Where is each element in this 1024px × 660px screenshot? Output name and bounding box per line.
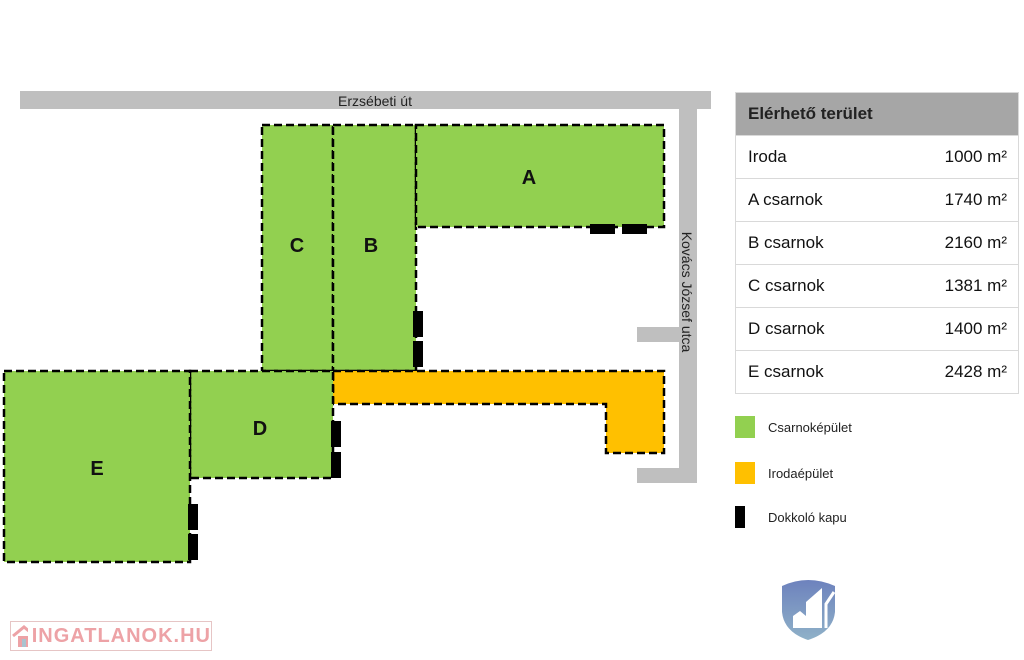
dock-gate: [413, 341, 423, 367]
table-row: A csarnok 1740 m²: [736, 178, 1018, 221]
building-e: [2, 369, 192, 564]
legend-label: Csarnoképület: [768, 419, 852, 435]
dock-gate: [590, 224, 615, 234]
row-name: B csarnok: [748, 233, 824, 252]
area-table-title: Elérhető terület: [736, 93, 1018, 135]
label-b: B: [364, 235, 378, 257]
watermark-text: INGATLANOK.HU: [31, 624, 211, 647]
road-north: [20, 91, 711, 109]
legend-swatch: [735, 416, 755, 438]
row-area: 1000 m²: [944, 147, 1007, 166]
dock-gates: [188, 224, 647, 560]
row-area: 1400 m²: [944, 319, 1007, 338]
table-row: D csarnok 1400 m²: [736, 307, 1018, 350]
table-row: B csarnok 2160 m²: [736, 221, 1018, 264]
row-name: Iroda: [748, 147, 787, 166]
dock-gate: [413, 311, 423, 337]
road-stub: [637, 468, 697, 483]
building-b: [331, 123, 418, 373]
watermark: INGATLANOK.HU: [10, 621, 212, 651]
house-icon: [12, 625, 28, 647]
row-name: E csarnok: [748, 362, 824, 381]
dock-gate: [331, 421, 341, 447]
row-name: A csarnok: [748, 190, 823, 209]
table-row: C csarnok 1381 m²: [736, 264, 1018, 307]
dock-gate: [622, 224, 647, 234]
row-area: 1740 m²: [944, 190, 1007, 209]
row-area: 2160 m²: [944, 233, 1007, 252]
row-name: C csarnok: [748, 276, 825, 295]
label-d: D: [253, 418, 267, 440]
office-building: [331, 369, 666, 455]
legend-item-dock: Dokkoló kapu: [735, 506, 847, 528]
road-label-north: Erzsébeti út: [338, 93, 412, 109]
label-c: C: [290, 235, 304, 257]
legend-item-hall: Csarnoképület: [735, 416, 852, 438]
table-row: Iroda 1000 m²: [736, 135, 1018, 178]
legend-label: Irodaépület: [768, 465, 834, 481]
road-east: [679, 109, 697, 483]
row-area: 1381 m²: [944, 276, 1007, 295]
legend-swatch: [735, 462, 755, 484]
logo-shield-icon: [782, 580, 836, 640]
building-d: [188, 369, 335, 480]
road-label-east: Kovács József utca: [679, 232, 695, 353]
row-name: D csarnok: [748, 319, 825, 338]
row-area: 2428 m²: [944, 362, 1007, 381]
table-row: E csarnok 2428 m²: [736, 350, 1018, 393]
label-a: A: [522, 167, 536, 189]
dock-gate: [188, 534, 198, 560]
roads: [20, 91, 711, 483]
label-e: E: [90, 458, 103, 480]
legend-item-office: Irodaépület: [735, 462, 833, 484]
dock-gate: [331, 452, 341, 478]
area-table: Elérhető terület Iroda 1000 m² A csarnok 1…: [735, 92, 1019, 394]
road-stub: [637, 327, 679, 342]
legend-label: Dokkoló kapu: [768, 509, 847, 525]
dock-gate: [188, 504, 198, 530]
building-a: [414, 123, 666, 229]
legend-swatch: [735, 506, 745, 528]
